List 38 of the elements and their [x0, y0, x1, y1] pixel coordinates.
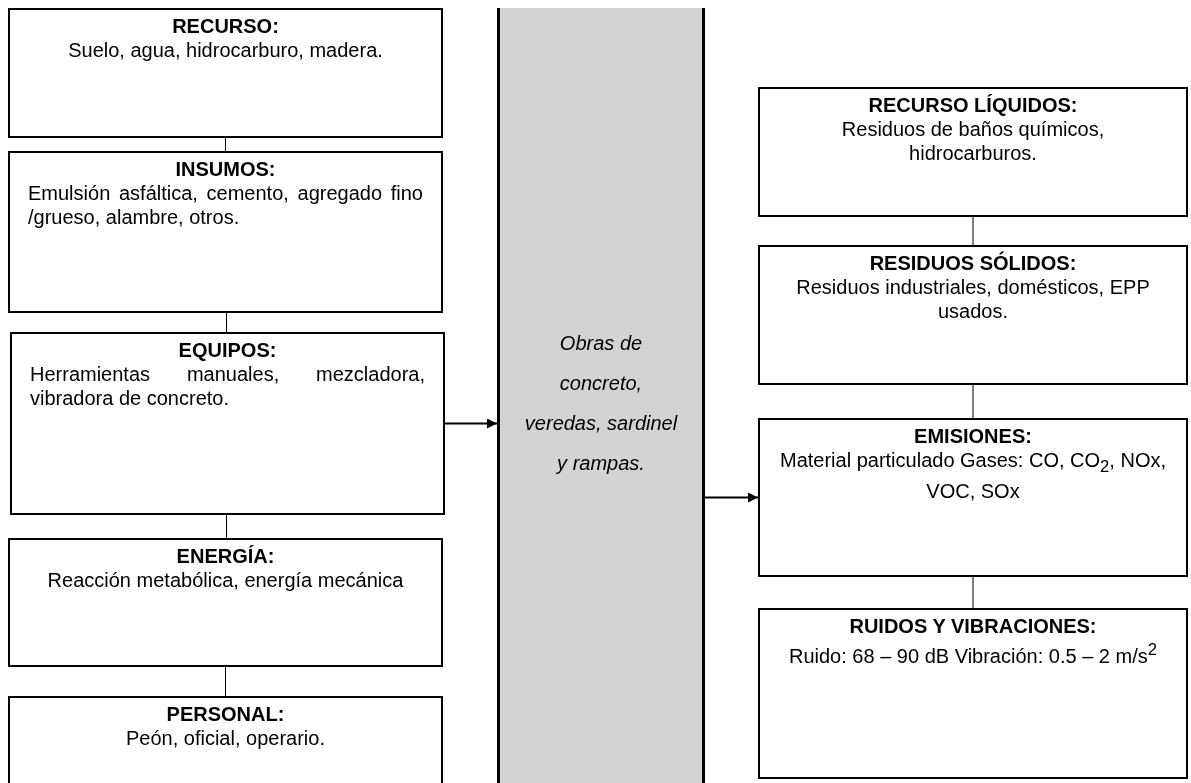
box-heading: RECURSO LÍQUIDOS:	[867, 93, 1079, 117]
connector-line	[972, 576, 974, 609]
connector-line	[226, 312, 227, 333]
connector-line	[972, 216, 974, 246]
box-heading: RESIDUOS SÓLIDOS:	[868, 251, 1078, 275]
box-heading: EQUIPOS:	[177, 338, 278, 362]
box-text: Suelo, agua, hidrocarburo, madera.	[67, 38, 384, 62]
connector-line	[226, 514, 227, 539]
box-text: Residuos de baños químicos, hidrocarburos.	[840, 117, 1106, 165]
box-heading: EMISIONES:	[913, 424, 1033, 448]
process-box	[8, 8, 443, 138]
process-box	[758, 608, 1188, 779]
box-text: Ruido: 68 – 90 dB Vibración: 0.5 – 2 m/s$^{2}$	[788, 639, 1158, 668]
process-box	[758, 418, 1188, 577]
connector-line	[972, 384, 974, 419]
process-box	[8, 538, 443, 667]
process-box	[758, 87, 1188, 217]
arrow	[704, 492, 759, 503]
process-box	[10, 332, 445, 515]
box-heading: RECURSO:	[171, 14, 280, 38]
process-box	[8, 151, 443, 313]
process-box	[8, 696, 443, 783]
process-column	[497, 8, 705, 783]
box-text: Reacción metabólica, energía mecánica	[46, 568, 405, 592]
arrow	[444, 418, 498, 429]
process-box	[758, 245, 1188, 385]
box-text: Peón, oficial, operario.	[125, 726, 326, 750]
box-heading: PERSONAL:	[165, 702, 286, 726]
box-text: Residuos industriales, domésticos, EPP usados.	[795, 275, 1151, 323]
box-heading: INSUMOS:	[174, 157, 277, 181]
box-text: Emulsión asfáltica, cemento, agregado fino /grueso, alambre, otros.	[28, 181, 423, 229]
box-heading: RUIDOS Y VIBRACIONES:	[848, 614, 1098, 638]
connector-line	[225, 666, 226, 697]
box-text: Material particulado Gases: CO, CO$_{2}$, NOx, VOC, SOx	[778, 448, 1168, 503]
box-text: Obras de concreto, veredas, sardinel y rampas.	[523, 331, 679, 476]
connector-line	[225, 137, 226, 152]
box-heading: ENERGÍA:	[175, 544, 276, 568]
box-text: Herramientas manuales, mezcladora, vibradora de concreto.	[30, 362, 425, 410]
